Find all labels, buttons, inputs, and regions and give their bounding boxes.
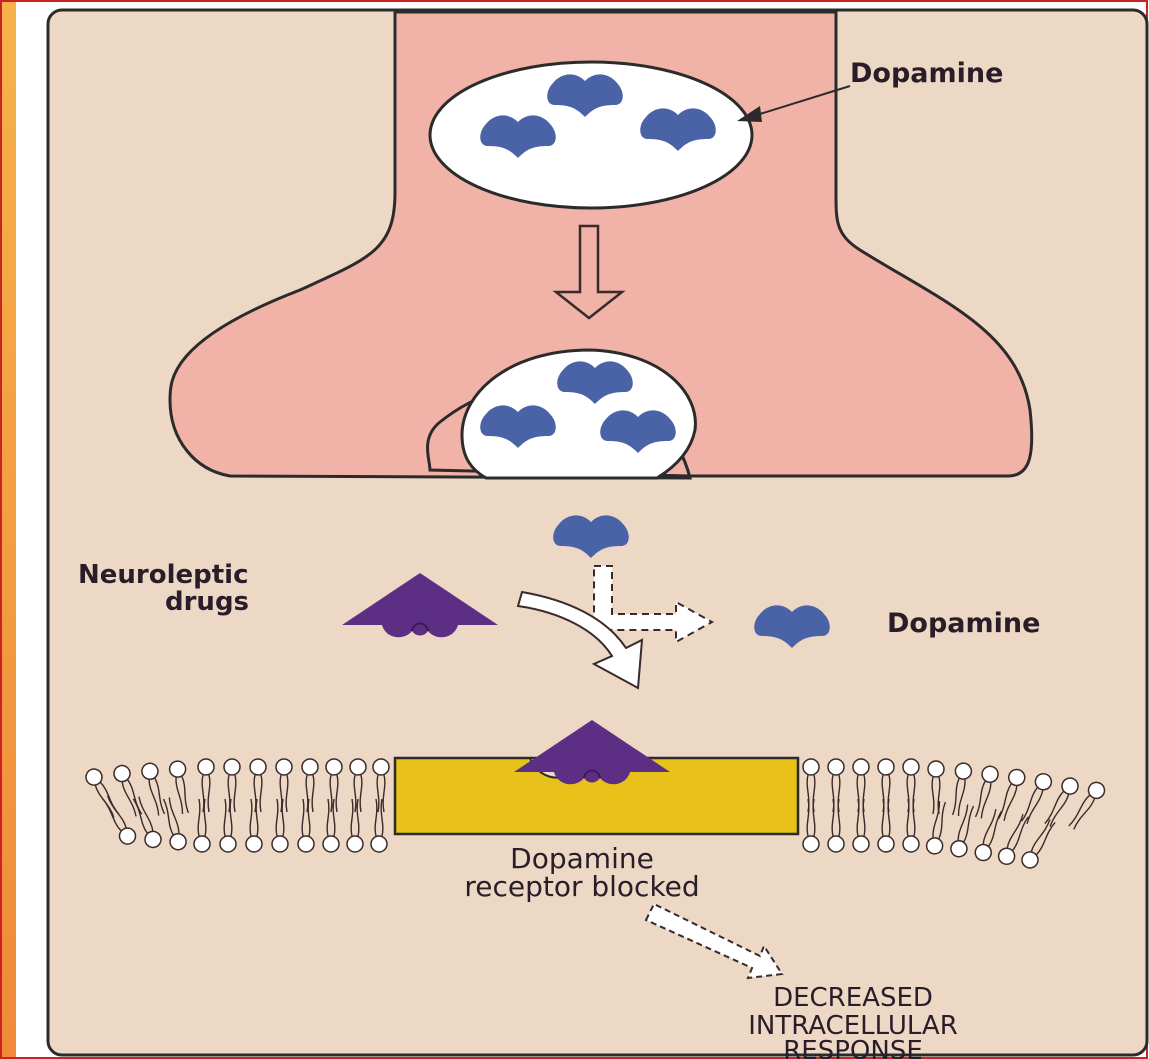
receptor-label-line2: receptor blocked bbox=[464, 870, 699, 903]
response-label-line3: RESPONSE bbox=[783, 1036, 923, 1059]
response-label-line1: DECREASED bbox=[773, 983, 933, 1013]
dopamine-top-label: Dopamine bbox=[850, 58, 1003, 89]
neuroleptic-label-line2: drugs bbox=[165, 587, 249, 617]
dopamine-right-label: Dopamine bbox=[887, 608, 1040, 639]
neuroleptic-label-line1: Neuroleptic bbox=[78, 560, 249, 590]
left-accent-strip bbox=[2, 2, 16, 1057]
